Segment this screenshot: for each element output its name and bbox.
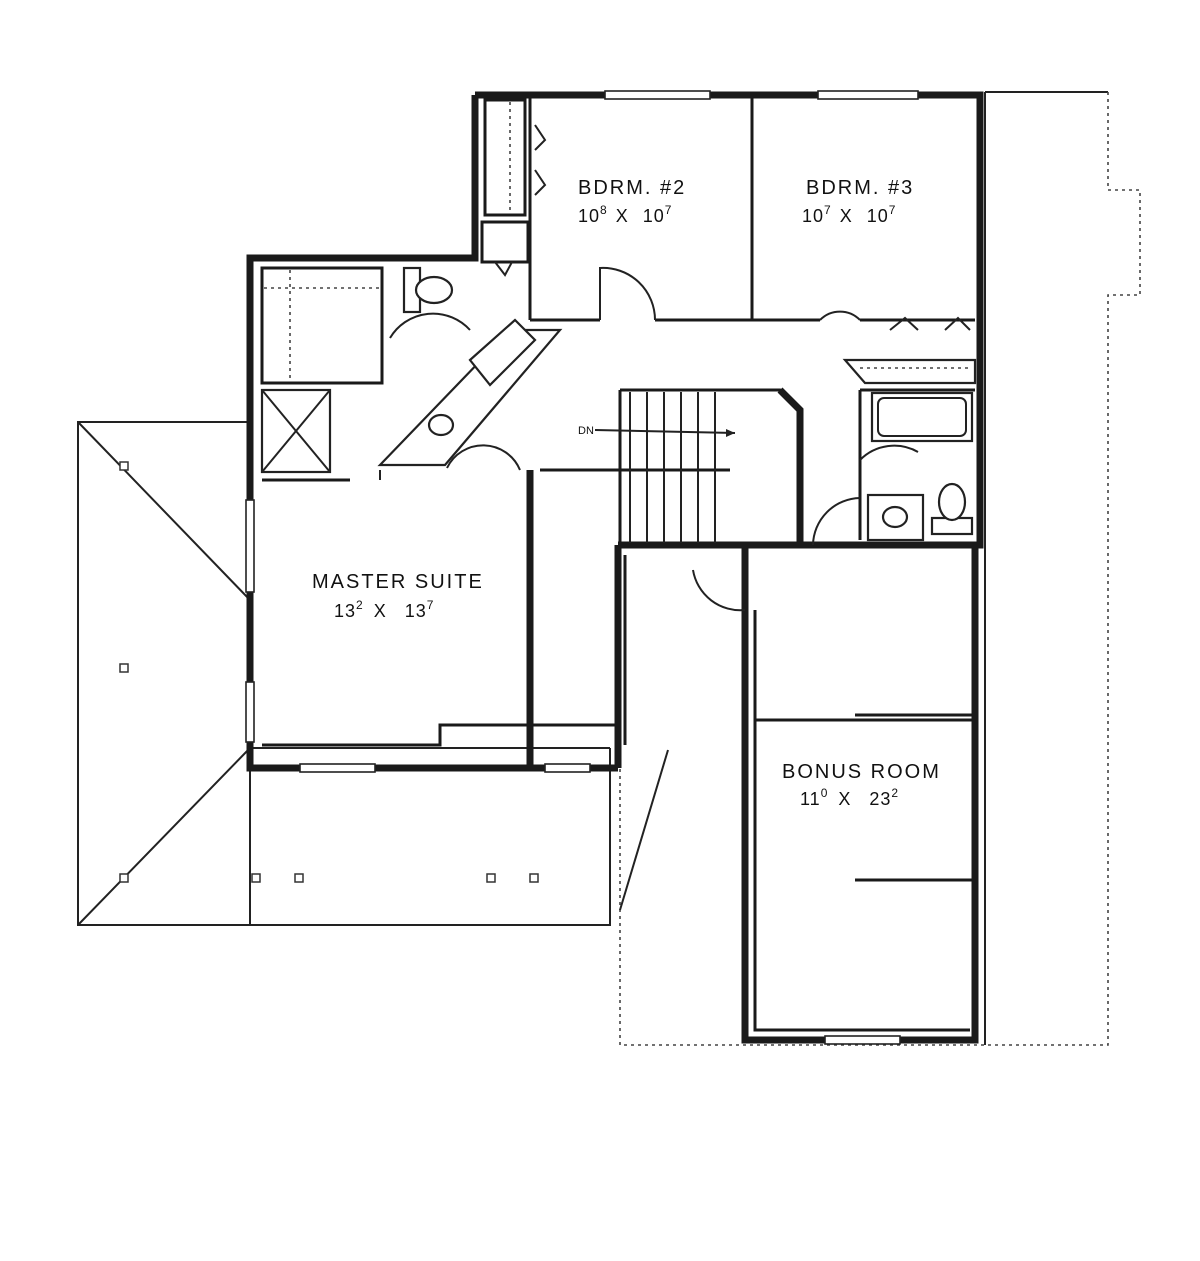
roof-left (77, 421, 611, 926)
roof-right (619, 91, 1141, 1046)
room-name: BONUS ROOM (782, 761, 941, 783)
room-name: MASTER SUITE (312, 571, 484, 593)
bathtub (870, 391, 974, 443)
linen-shelf (842, 358, 977, 385)
windows (245, 90, 919, 1045)
stair-direction-label: DN (578, 425, 594, 437)
roof-posts (119, 461, 539, 883)
room-name: BDRM. #3 (806, 177, 914, 199)
room-name: BDRM. #2 (578, 177, 686, 199)
toilet-master (402, 266, 454, 314)
closets (260, 98, 530, 385)
toilet-hall (930, 482, 974, 536)
interior-walls (262, 95, 975, 1032)
hall-sink (866, 493, 925, 542)
doors (379, 124, 971, 612)
stair: DN (578, 388, 802, 545)
exterior-walls (246, 91, 984, 1044)
shower (260, 388, 332, 474)
vanity-diagonal (377, 318, 563, 467)
